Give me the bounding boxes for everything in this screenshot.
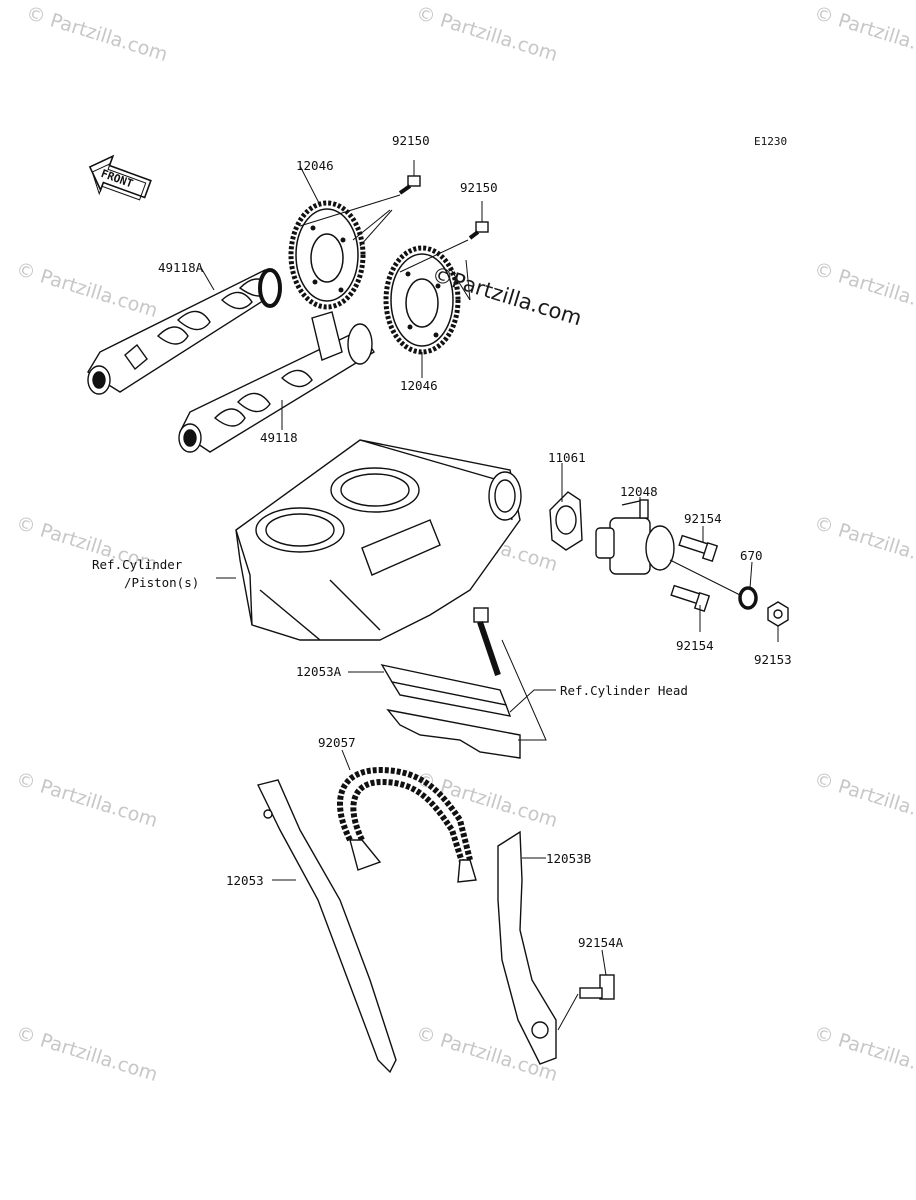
- part-label-92154a[interactable]: 92154A: [578, 935, 624, 950]
- sprocket-upper: [288, 200, 366, 310]
- camshaft-intake: [178, 311, 375, 453]
- part-label-49118a[interactable]: 49118A: [158, 260, 204, 275]
- gasket: [549, 491, 583, 551]
- bolt-92150-b: [468, 221, 489, 240]
- guide-left: [256, 779, 397, 1074]
- part-label-12046-upper[interactable]: 12046: [296, 158, 334, 173]
- bolt-92154-lower: [670, 584, 711, 613]
- part-label-12053a[interactable]: 12053A: [296, 664, 342, 679]
- tensioner: [595, 499, 675, 575]
- part-label-11061[interactable]: 11061: [548, 450, 586, 465]
- part-label-92150-b[interactable]: 92150: [460, 180, 498, 195]
- diagram-code: E1230: [754, 135, 788, 148]
- camshaft-exhaust: [87, 268, 282, 395]
- part-label-12053[interactable]: 12053: [226, 873, 264, 888]
- part-label-92057[interactable]: 92057: [318, 735, 356, 750]
- sprocket-lower: [383, 245, 461, 355]
- guide-top: [380, 607, 521, 759]
- part-label-92150-a[interactable]: 92150: [392, 133, 430, 148]
- part-label-12048[interactable]: 12048: [620, 484, 658, 499]
- bolt-92154-upper: [678, 534, 719, 563]
- ref-cylinder-head-label: Ref.Cylinder Head: [560, 683, 688, 698]
- cam-chain: [337, 766, 473, 863]
- bolt-92150-a: [398, 175, 421, 195]
- part-label-12053b[interactable]: 12053B: [546, 851, 592, 866]
- front-arrow-icon: [88, 154, 152, 201]
- part-label-92153[interactable]: 92153: [754, 652, 792, 667]
- o-ring: [738, 586, 758, 610]
- ref-cylinder-label: Ref.Cylinder: [92, 557, 183, 572]
- cylinder-block: [235, 439, 522, 641]
- part-label-12046-lower[interactable]: 12046: [400, 378, 438, 393]
- ref-piston-label: /Piston(s): [124, 575, 200, 590]
- part-label-49118[interactable]: 49118: [260, 430, 298, 445]
- guide-right: [497, 830, 557, 1065]
- part-label-92154-upper[interactable]: 92154: [684, 511, 722, 526]
- pivot-bolt: [579, 974, 615, 1000]
- part-label-670[interactable]: 670: [740, 548, 763, 563]
- part-label-92154-lower[interactable]: 92154: [676, 638, 714, 653]
- cap-nut: [767, 601, 789, 627]
